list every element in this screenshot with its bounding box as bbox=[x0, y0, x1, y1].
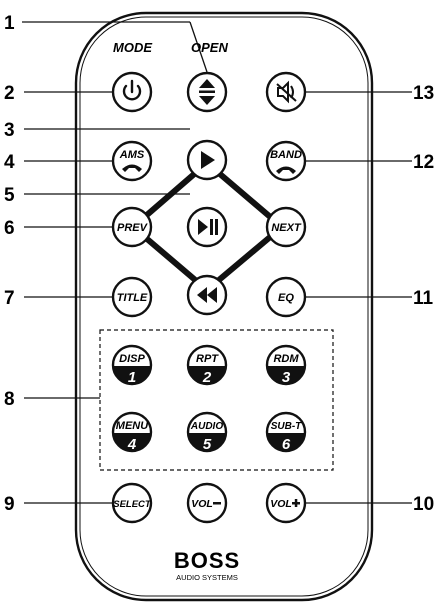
keypad-top-label: RDM bbox=[273, 353, 299, 365]
vol-minus-label: VOL bbox=[191, 498, 213, 510]
keypad-top-label: SUB-T bbox=[271, 421, 302, 432]
band-label: BAND bbox=[270, 149, 302, 161]
eject-button[interactable] bbox=[186, 71, 228, 113]
keypad-digit: 5 bbox=[203, 436, 212, 453]
callout-1: 1 bbox=[4, 13, 15, 34]
eq-label: EQ bbox=[278, 292, 294, 304]
next-button[interactable]: NEXT bbox=[265, 206, 307, 248]
phone-hangup-icon bbox=[276, 166, 296, 174]
keypad-digit: 2 bbox=[202, 369, 212, 386]
keypad-button-6[interactable]: SUB-T 6 bbox=[265, 411, 307, 453]
plus-icon bbox=[292, 499, 300, 507]
keypad-button-4[interactable]: MENU 4 bbox=[111, 411, 153, 453]
keypad-button-3[interactable]: RDM 3 bbox=[265, 344, 307, 386]
mode-label: MODE bbox=[113, 40, 152, 55]
keypad-top-label: AUDIO bbox=[190, 421, 223, 432]
mute-icon bbox=[276, 80, 297, 104]
vol-minus-button[interactable]: VOL bbox=[186, 482, 228, 524]
callout-12: 12 bbox=[413, 152, 434, 173]
open-label: OPEN bbox=[191, 40, 228, 55]
rewind-icon bbox=[197, 287, 217, 303]
keypad-digit: 6 bbox=[282, 436, 291, 453]
play-icon bbox=[201, 151, 215, 169]
remote-inner-edge bbox=[79, 16, 369, 597]
rewind-button[interactable] bbox=[186, 274, 228, 316]
brand-subtitle: AUDIO SYSTEMS bbox=[176, 573, 238, 582]
mute-button[interactable] bbox=[265, 71, 307, 113]
minus-icon bbox=[213, 502, 221, 505]
keypad-button-5[interactable]: AUDIO 5 bbox=[186, 411, 228, 453]
brand-logo: BOSS bbox=[174, 548, 240, 573]
play-button[interactable] bbox=[186, 139, 228, 181]
vol-plus-label: VOL bbox=[270, 498, 292, 510]
callout-13: 13 bbox=[413, 83, 434, 104]
vol-plus-button[interactable]: VOL bbox=[265, 482, 307, 524]
keypad-top-label: DISP bbox=[119, 353, 145, 365]
ams-button[interactable]: AMS bbox=[111, 140, 153, 182]
power-button[interactable] bbox=[111, 71, 153, 113]
play-pause-icon bbox=[198, 219, 218, 235]
title-label: TITLE bbox=[117, 292, 148, 304]
callout-4: 4 bbox=[4, 152, 15, 173]
callout-7: 7 bbox=[4, 288, 15, 309]
keypad-digit: 1 bbox=[128, 369, 136, 386]
keypad-frame bbox=[99, 329, 334, 471]
callout-10: 10 bbox=[413, 494, 434, 515]
callout-9: 9 bbox=[4, 494, 15, 515]
play-pause-button[interactable] bbox=[186, 206, 228, 248]
keypad-digit: 4 bbox=[127, 436, 137, 453]
callout-11: 11 bbox=[413, 288, 434, 309]
keypad-top-label: RPT bbox=[196, 353, 219, 365]
power-icon bbox=[122, 79, 142, 101]
callout-8: 8 bbox=[4, 389, 15, 410]
prev-button[interactable]: PREV bbox=[111, 206, 153, 248]
title-button[interactable]: TITLE bbox=[111, 276, 153, 318]
select-label: SELECT bbox=[113, 499, 152, 510]
prev-label: PREV bbox=[117, 222, 149, 234]
next-label: NEXT bbox=[271, 222, 302, 234]
callout-lines bbox=[22, 21, 412, 504]
phone-pickup-icon bbox=[122, 164, 142, 172]
callout-2: 2 bbox=[4, 83, 15, 104]
keypad-top-label: MENU bbox=[116, 420, 149, 432]
select-button[interactable]: SELECT bbox=[111, 482, 153, 524]
keypad-digit: 3 bbox=[282, 369, 291, 386]
band-button[interactable]: BAND bbox=[265, 140, 307, 182]
ams-label: AMS bbox=[119, 149, 145, 161]
keypad-button-1[interactable]: DISP 1 bbox=[111, 344, 153, 386]
callout-5: 5 bbox=[4, 185, 15, 206]
keypad-button-2[interactable]: RPT 2 bbox=[186, 344, 228, 386]
eject-icon bbox=[199, 79, 215, 105]
callout-3: 3 bbox=[4, 120, 15, 141]
eq-button[interactable]: EQ bbox=[265, 276, 307, 318]
callout-6: 6 bbox=[4, 218, 15, 239]
